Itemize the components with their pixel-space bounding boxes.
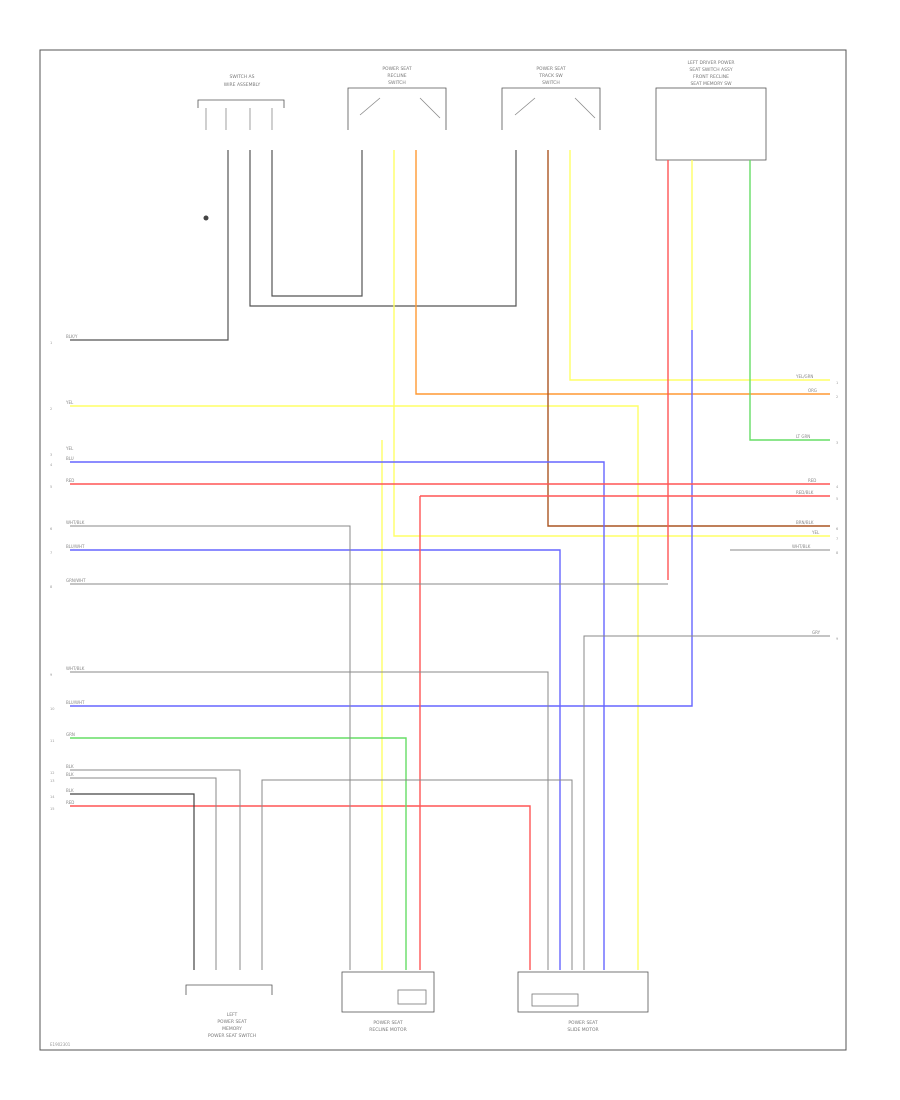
black-wires bbox=[70, 793, 195, 970]
wire-label: ORG bbox=[808, 388, 817, 393]
wire-label: RED bbox=[808, 478, 816, 483]
pin-number: 8 bbox=[50, 585, 52, 589]
component-caption-6b: RECLINE MOTOR bbox=[369, 1027, 406, 1033]
pin-number: 6 bbox=[836, 527, 838, 531]
wire-label: YEL/GRN bbox=[795, 374, 813, 379]
component-caption-3b: TRACK SW bbox=[538, 73, 563, 79]
pin-number: 6 bbox=[50, 527, 52, 531]
component-caption-5d: POWER SEAT SWITCH bbox=[208, 1033, 256, 1039]
pin-number: 14 bbox=[50, 795, 55, 799]
component-slide-motor: POWER SEAT SLIDE MOTOR bbox=[517, 971, 649, 1033]
gray-wires-top bbox=[70, 150, 517, 341]
component-caption-6a: POWER SEAT bbox=[373, 1020, 403, 1026]
wire-label: BLK bbox=[66, 764, 74, 769]
wire-label: RED/BLK bbox=[796, 490, 814, 495]
pin-number: 10 bbox=[50, 707, 54, 711]
component-memory-switch: LEFT DRIVER POWER SEAT SWITCH ASSY FRONT… bbox=[655, 60, 767, 161]
pin-number: 4 bbox=[50, 463, 53, 467]
wire-label: YEL bbox=[65, 400, 74, 405]
component-caption-5c: MEMORY bbox=[222, 1026, 242, 1032]
component-switch-assembly: SWITCH AS WIRE ASSEMBLY bbox=[197, 74, 285, 221]
pin-number: 5 bbox=[836, 497, 838, 501]
wire-label: GRN bbox=[66, 732, 75, 737]
pin-number: 5 bbox=[50, 485, 52, 489]
pin-number: 9 bbox=[836, 637, 838, 641]
component-caption-3c: SWITCH bbox=[542, 80, 560, 86]
wire-label: BLK bbox=[66, 772, 74, 777]
pin-number: 7 bbox=[50, 551, 52, 555]
pin-number: 9 bbox=[50, 673, 52, 677]
pin-number: 15 bbox=[50, 807, 54, 811]
component-caption-4c: FRONT RECLINE bbox=[693, 74, 729, 80]
pin-number: 7 bbox=[836, 537, 838, 541]
wire-label: BLK/Y bbox=[66, 334, 78, 339]
diagram-frame bbox=[39, 49, 847, 1051]
component-caption-2b: RECLINE bbox=[387, 73, 406, 79]
component-recline-switch: POWER SEAT RECLINE SWITCH bbox=[347, 66, 447, 130]
pin-number: 2 bbox=[836, 395, 838, 399]
wire-label: GRY bbox=[812, 630, 821, 635]
wire-label: YEL bbox=[65, 446, 74, 451]
component-caption-7b: SLIDE MOTOR bbox=[567, 1027, 598, 1033]
pin-number: 2 bbox=[50, 407, 52, 411]
diagram-code: E1902301 bbox=[50, 1042, 71, 1047]
pin-number: 3 bbox=[50, 453, 52, 457]
component-caption-1a: SWITCH AS bbox=[229, 74, 254, 80]
gray-wires bbox=[70, 525, 830, 970]
component-caption-2c: SWITCH bbox=[388, 80, 406, 86]
pin-number: 13 bbox=[50, 779, 54, 783]
wire-label: BLU/WHT bbox=[66, 544, 85, 549]
wire-label: GRN/WHT bbox=[66, 578, 86, 583]
component-caption-5b: POWER SEAT bbox=[217, 1019, 247, 1025]
pin-number: 4 bbox=[836, 485, 839, 489]
wire-label: WHT/BLK bbox=[66, 520, 85, 525]
wire-label: WHT/BLK bbox=[792, 544, 811, 549]
pin-number: 1 bbox=[836, 381, 838, 385]
pin-number: 8 bbox=[836, 551, 838, 555]
pin-number: 11 bbox=[50, 739, 54, 743]
wire-label: BRN/BLK bbox=[796, 520, 814, 525]
component-caption-2a: POWER SEAT bbox=[382, 66, 412, 72]
pin-number: 3 bbox=[836, 441, 838, 445]
wire-label: BLU/WHT bbox=[66, 700, 85, 705]
wire-label: BLU bbox=[66, 456, 74, 461]
pin-number: 1 bbox=[50, 341, 52, 345]
component-caption-4a: LEFT DRIVER POWER bbox=[687, 60, 734, 66]
component-caption-7a: POWER SEAT bbox=[568, 1020, 598, 1026]
wire-label: RED bbox=[66, 478, 74, 483]
component-caption-4b: SEAT SWITCH ASSY bbox=[689, 67, 732, 73]
component-caption-4d: SEAT MEMORY SW bbox=[690, 81, 732, 87]
component-track-switch: POWER SEAT TRACK SW SWITCH bbox=[501, 66, 601, 130]
wire-label: YEL bbox=[811, 530, 820, 535]
component-recline-motor: POWER SEAT RECLINE MOTOR bbox=[341, 971, 435, 1033]
component-caption-5a: LEFT bbox=[227, 1012, 238, 1018]
pin-number: 12 bbox=[50, 771, 54, 775]
ground-icon bbox=[203, 215, 209, 221]
wire-label: WHT/BLK bbox=[66, 666, 85, 671]
colored-wires bbox=[70, 150, 830, 970]
wire-label: RED bbox=[66, 800, 74, 805]
right-wire-labels: YEL/GRN 1 ORG 2 LT GRN 3 RED 4 RED/BLK 5… bbox=[792, 374, 839, 641]
component-caption-1b: WIRE ASSEMBLY bbox=[224, 82, 261, 88]
component-caption-3a: POWER SEAT bbox=[536, 66, 566, 72]
left-wire-labels: BLK/Y 1 YEL 2 YEL 3 BLU 4 RED 5 WHT/BLK … bbox=[50, 334, 86, 811]
wire-label: LT GRN bbox=[796, 434, 810, 439]
component-left-motor: LEFT POWER SEAT MEMORY POWER SEAT SWITCH bbox=[185, 984, 273, 1039]
wire-label: BLK bbox=[66, 788, 74, 793]
